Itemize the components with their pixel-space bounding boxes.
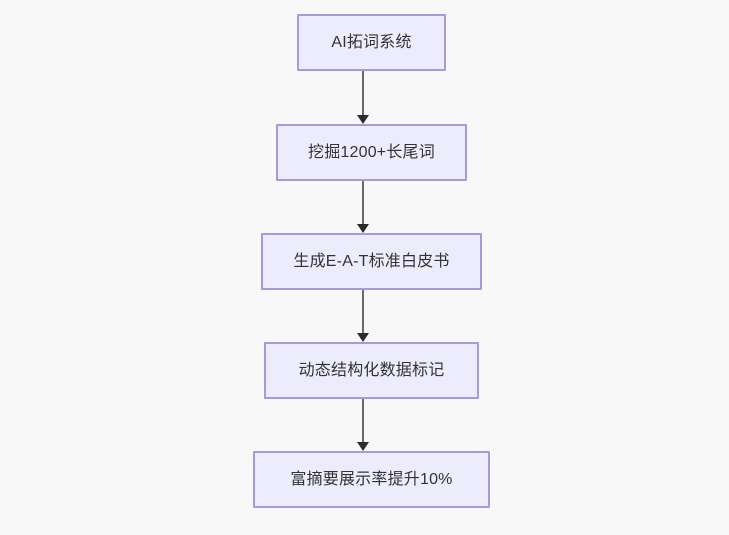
flow-node-label: 富摘要展示率提升10% [290, 470, 453, 488]
flow-node-label: AI拓词系统 [331, 33, 412, 51]
flow-node-rich-snippet-impression-uplift[interactable]: 富摘要展示率提升10% [253, 451, 490, 508]
flow-connector-3-4 [354, 290, 372, 342]
connector-line [362, 181, 364, 225]
flow-connector-2-3 [354, 181, 372, 233]
connector-line [362, 290, 364, 334]
connector-line [362, 399, 364, 443]
flow-node-mine-longtail-keywords[interactable]: 挖掘1200+长尾词 [276, 124, 467, 181]
arrow-head-icon [357, 115, 369, 124]
flow-connector-4-5 [354, 399, 372, 451]
arrow-head-icon [357, 442, 369, 451]
flow-node-label: 挖掘1200+长尾词 [308, 143, 435, 161]
flow-node-label: 生成E-A-T标准白皮书 [293, 252, 450, 270]
arrow-head-icon [357, 224, 369, 233]
flow-node-label: 动态结构化数据标记 [298, 361, 445, 379]
flow-node-ai-keyword-system[interactable]: AI拓词系统 [297, 14, 446, 71]
connector-line [362, 71, 364, 116]
flow-connector-1-2 [354, 71, 372, 124]
flow-node-generate-eat-whitepaper[interactable]: 生成E-A-T标准白皮书 [261, 233, 482, 290]
flow-node-dynamic-structured-data-markup[interactable]: 动态结构化数据标记 [264, 342, 479, 399]
arrow-head-icon [357, 333, 369, 342]
